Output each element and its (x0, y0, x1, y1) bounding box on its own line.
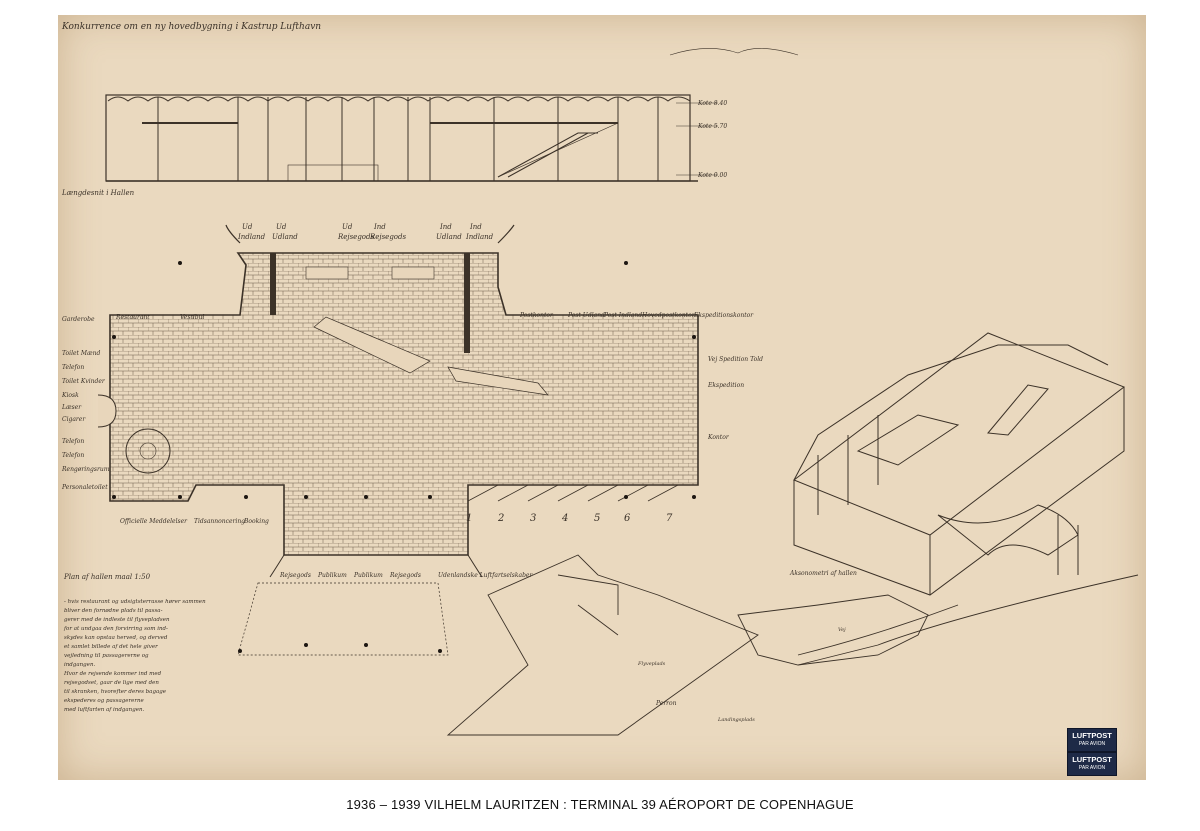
left-label: Cigarer (62, 416, 86, 423)
left-label: Personaletoilet (61, 484, 108, 491)
handwritten-notes: - hvis restaurant og udsigtsterrasse hør… (63, 599, 206, 713)
site-plan (446, 554, 1139, 736)
gate-number: 7 (666, 513, 673, 524)
left-label: Toilet Kvinder (62, 378, 106, 385)
airmail-stamp: LUFTPOST PAR AVION (1067, 728, 1117, 752)
plan-bottom-labels: Officielle Meddelelser Tidsannoncering B… (120, 518, 533, 579)
note-line: rejsegodset, gaar de lige med den (64, 680, 159, 686)
note-line: til skranken, hvorefter deres bagage (64, 689, 167, 695)
note-line: bliver den fornødne plads til passa- (64, 608, 163, 614)
right-label: Ekspedition (707, 382, 744, 389)
level-label-top: Kote 8.40 (697, 100, 727, 107)
left-label: Læser (61, 404, 82, 411)
gate-number: 2 (497, 513, 504, 524)
plan-label: Plan af hallen maal 1:50 (63, 573, 151, 581)
note-line: med luftfarten af indgangen. (64, 707, 145, 713)
top-label-1-l2: Indland (237, 233, 266, 241)
left-label: Rengøringsrum (61, 466, 110, 473)
note-line: indgangen. (64, 662, 95, 668)
site-label: Perron (655, 700, 677, 707)
top-label-5-l1: Ind (439, 223, 452, 231)
note-line: vejledning til passagererne og (64, 653, 149, 659)
top-label-1-l1: Ud (242, 223, 253, 231)
note-line: et samlet billede af det hele giver (64, 644, 158, 650)
longitudinal-section (105, 48, 799, 182)
axon-label: Aksonometri af hallen (789, 570, 857, 577)
gate-number: 3 (530, 513, 536, 524)
left-label: Telefon (62, 452, 84, 459)
note-line: - hvis restaurant og udsigtsterrasse hør… (64, 599, 206, 605)
top-label-2-l1: Ud (276, 223, 287, 231)
left-label: Telefon (62, 438, 84, 445)
note-line: for at undgaa den forvirring som ind- (63, 626, 168, 632)
gate-number: 1 (466, 513, 472, 524)
bottom-label: Officielle Meddelelser (120, 518, 188, 525)
top-label-5-l2: Udland (436, 233, 462, 241)
right-label: Hovedpostkontor (641, 312, 696, 319)
top-label-4-l2: Rejsegods (369, 233, 406, 241)
bottom-label: Publikum (317, 572, 347, 579)
gate-number: 6 (624, 513, 631, 524)
gate-number: 5 (594, 513, 600, 524)
top-label-2-l2: Udland (272, 233, 298, 241)
left-label: Toilet Mænd (62, 350, 101, 357)
left-label: Garderobe (62, 316, 95, 323)
left-label: Restaurant (115, 314, 150, 321)
right-label: Vej Spedition Told (708, 356, 763, 363)
bottom-label: Rejsegods (279, 572, 311, 579)
level-label-ground: Kote 0.00 (697, 172, 727, 179)
site-label: Vej (838, 627, 846, 633)
section-label: Længdesnit i Hallen (61, 189, 135, 197)
right-label: Post Indland (603, 312, 642, 319)
bottom-label: Udenlandske Luftfartselskaber (438, 572, 533, 579)
caption: 1936 – 1939 VILHELM LAURITZEN : TERMINAL… (346, 797, 854, 812)
bottom-label: Booking (243, 518, 269, 525)
note-line: ekspederes og passagererne (64, 698, 145, 704)
right-label: Postkontor (519, 312, 554, 319)
bottom-label: Tidsannoncering (194, 518, 245, 525)
bottom-label: Publikum (353, 572, 383, 579)
top-label-3-l1: Ud (342, 223, 353, 231)
right-label: Ekspeditionskontor (693, 312, 754, 319)
plan-left-labels: Garderobe Restaurant Vestibul Toilet Mæn… (61, 314, 204, 491)
left-label: Vestibul (180, 314, 204, 321)
architectural-drawing: Konkurrence om en ny hovedbygning i Kast… (61, 22, 1139, 736)
sheet-title: Konkurrence om en ny hovedbygning i Kast… (61, 22, 321, 32)
stamp-line2: PAR AVION (1078, 765, 1106, 771)
axonometric-view (792, 332, 1126, 596)
top-label-6-l2: Indland (465, 233, 494, 241)
right-label: Kontor (707, 434, 730, 441)
right-label: Post Udland (567, 312, 605, 319)
bottom-label: Rejsegods (389, 572, 421, 579)
left-label: Telefon (62, 364, 84, 371)
note-line: Hvor de rejsende kommer ind med (63, 671, 162, 677)
left-label: Kiosk (61, 392, 79, 399)
top-label-4-l1: Ind (373, 223, 386, 231)
airmail-stamp: LUFTPOST PAR AVION (1067, 752, 1117, 776)
plan-right-labels: Postkontor Post Udland Post Indland Hove… (519, 312, 763, 441)
note-line: gerer med de indleste til flyvepladsen (64, 617, 170, 623)
site-label: Flyveplads (637, 661, 666, 667)
hall-plan (97, 224, 699, 656)
plan-top-labels: Ud Indland Ud Udland Ud Rejsegods Ind Re… (237, 223, 494, 241)
note-line: skydes kan opstaa herved, og derved (64, 635, 168, 641)
drawing-sheet: Konkurrence om en ny hovedbygning i Kast… (58, 15, 1146, 780)
site-label: Landingsplads (717, 717, 755, 723)
stamp-line1: LUFTPOST (1072, 755, 1112, 764)
stamp-line2: PAR AVION (1078, 741, 1106, 747)
top-label-3-l2: Rejsegods (337, 233, 374, 241)
gate-numbers: 1 2 3 4 5 6 7 (466, 513, 673, 524)
gate-number: 4 (561, 513, 568, 524)
level-label-mid: Kote 5.70 (697, 123, 727, 130)
stamp-line1: LUFTPOST (1072, 731, 1112, 740)
top-label-6-l1: Ind (469, 223, 482, 231)
